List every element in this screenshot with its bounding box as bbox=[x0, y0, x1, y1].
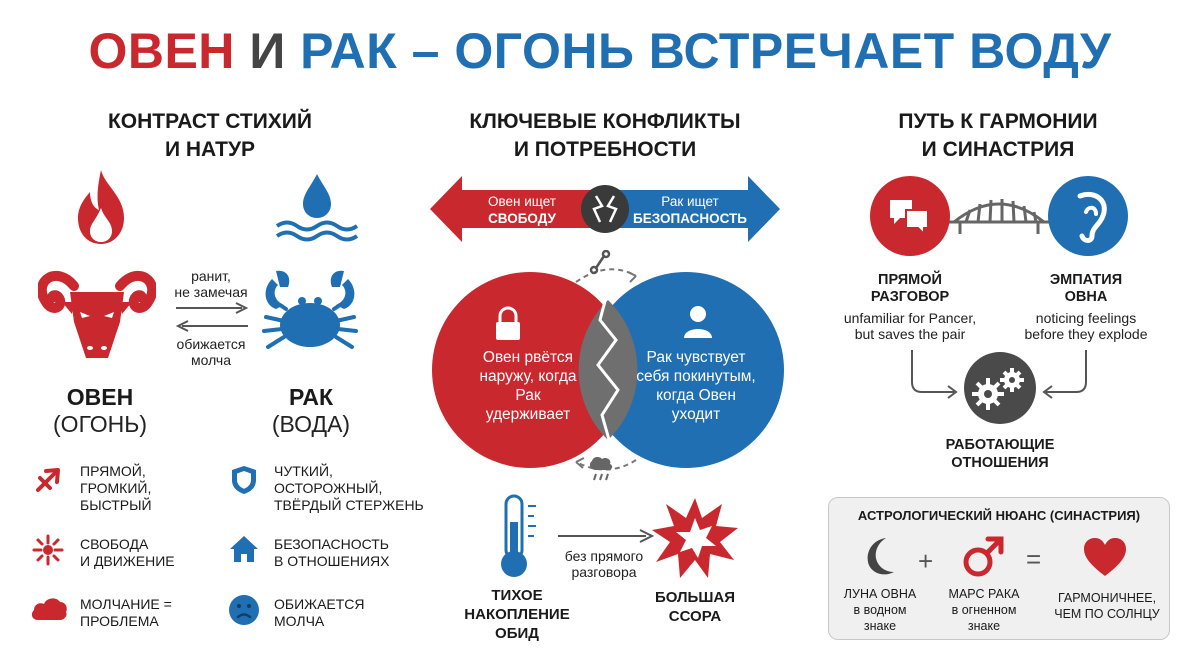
direct-talk-subtitle: unfamiliar for Pancer, but saves the pai… bbox=[843, 310, 977, 342]
cancer-conflict-text: Рак чувствует себя покинутым, когда Овен… bbox=[636, 349, 756, 423]
explosion-icon bbox=[652, 498, 738, 578]
flow-label: без прямого разговора bbox=[564, 548, 644, 580]
cloud-icon bbox=[31, 598, 67, 620]
mars-label: МАРС РАКА в огненном знаке bbox=[948, 587, 1020, 633]
equals-sign: = bbox=[1026, 544, 1042, 574]
thermometer-icon bbox=[501, 494, 536, 577]
moon-icon bbox=[867, 538, 894, 575]
synastry-nuance-box bbox=[828, 497, 1170, 640]
sad-face-icon bbox=[229, 595, 259, 625]
arrow-bottom-label: обижается молча bbox=[176, 336, 246, 368]
aries-empathy-title: ЭМПАТИЯ ОВНА bbox=[1049, 272, 1123, 305]
cancer-label: РАК (ВОДА) bbox=[271, 384, 351, 437]
harmony-label: ГАРМОНИЧНЕЕ, ЧЕМ ПО СОЛНЦУ bbox=[1054, 591, 1160, 621]
big-fight-label: БОЛЬШАЯ ССОРА bbox=[654, 589, 736, 625]
flow-arrow-icon bbox=[558, 529, 655, 543]
arrow-top-label: ранит, не замечая bbox=[174, 268, 248, 300]
quiet-resentment-label: ТИХОЕ НАКОПЛЕНИЕ ОБИД bbox=[464, 587, 570, 642]
nuance-title: АСТРОЛОГИЧЕСКИЙ НЮАНС (СИНАСТРИЯ) bbox=[857, 508, 1141, 523]
aries-trait-2: СВОБОДА И ДВИЖЕНИЕ bbox=[80, 536, 175, 569]
middle-heading: КЛЮЧЕВЫЕ КОНФЛИКТЫ И ПОТРЕБНОСТИ bbox=[469, 110, 741, 161]
cancer-trait-1: ЧУТКИЙ, ОСТОРОЖНЫЙ, ТВЁРДЫЙ СТЕРЖЕНЬ bbox=[274, 463, 424, 513]
mars-symbol-icon bbox=[963, 536, 1004, 577]
burst-icon bbox=[32, 534, 64, 566]
aries-trait-1: ПРЯМОЙ, ГРОМКИЙ, БЫСТРЫЙ bbox=[80, 463, 152, 513]
aries-empathy-subtitle: noticing feelings before they explode bbox=[1024, 310, 1148, 342]
aries-label: ОВЕН (ОГОНЬ) bbox=[53, 384, 147, 437]
converge-arrows-icon bbox=[911, 350, 1087, 424]
aries-ram-icon bbox=[38, 270, 156, 358]
page-title: ОВЕН И РАК – ОГОНЬ ВСТРЕЧАЕТ ВОДУ bbox=[88, 23, 1112, 79]
sagittarius-arrow-icon bbox=[36, 468, 60, 492]
needs-arrow-icon bbox=[430, 176, 780, 242]
working-relationship-label: РАБОТАЮЩИЕ ОТНОШЕНИЯ bbox=[945, 437, 1055, 471]
shield-icon bbox=[232, 466, 256, 494]
aries-conflict-text: Овен рвётся наружу, когда Рак удерживает bbox=[479, 349, 577, 423]
house-icon bbox=[230, 536, 258, 562]
cancer-crab-icon bbox=[262, 270, 358, 349]
bridge-diagram bbox=[870, 176, 1128, 256]
moon-label: ЛУНА ОВНА в водном знаке bbox=[843, 587, 917, 633]
left-heading: КОНТРАСТ СТИХИЙ И НАТУР bbox=[107, 110, 312, 161]
cancer-trait-3: ОБИЖАЕТСЯ МОЛЧА bbox=[274, 596, 365, 629]
heart-icon bbox=[1084, 538, 1126, 576]
fire-icon bbox=[78, 170, 124, 244]
water-drop-icon bbox=[275, 174, 359, 242]
cancer-need-label: Рак ищет БЕЗОПАСНОСТЬ bbox=[633, 194, 747, 226]
conflict-venn-diagram bbox=[432, 250, 784, 481]
direct-talk-title: ПРЯМОЙ РАЗГОВОР bbox=[870, 272, 950, 305]
aries-need-label: Овен ищет СВОБОДУ bbox=[488, 194, 556, 226]
plus-sign: + bbox=[918, 546, 934, 576]
right-heading: ПУТЬ К ГАРМОНИИ И СИНАСТРИЯ bbox=[898, 110, 1098, 161]
aries-trait-3: МОЛЧАНИЕ = ПРОБЛЕМА bbox=[80, 596, 172, 629]
exchange-arrows-icon bbox=[175, 302, 249, 332]
cancer-trait-2: БЕЗОПАСНОСТЬ В ОТНОШЕНИЯХ bbox=[274, 536, 390, 569]
